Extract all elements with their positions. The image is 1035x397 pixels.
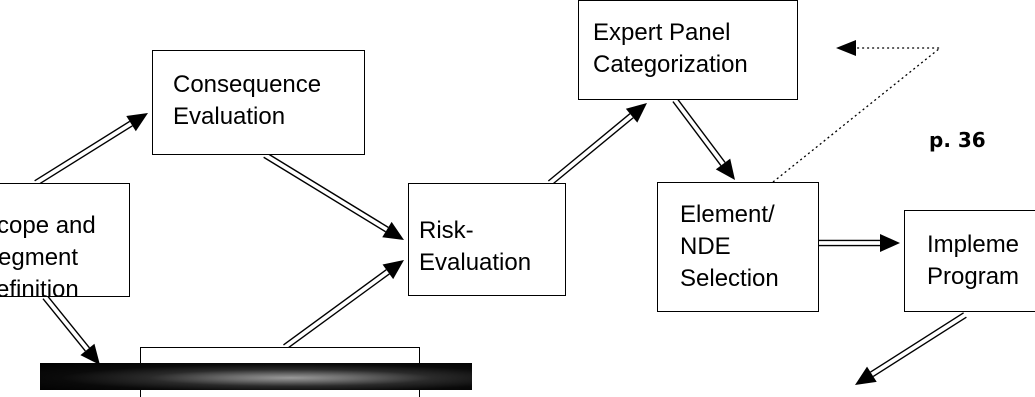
node-consequence-line-2: Evaluation [173, 103, 286, 130]
node-risk-line-2: Evaluation [419, 249, 532, 276]
node-element-line-3: Selection [680, 265, 779, 292]
node-scope-segment-definition: cope and egment efinition [0, 183, 130, 303]
page-number: p. 36 [929, 128, 986, 152]
node-consequence-evaluation: Consequence Evaluation [152, 50, 365, 155]
arrow-scope-down [42, 294, 100, 365]
arrow-expert-to-element [672, 98, 735, 180]
dotted-feedback-arrow [772, 40, 942, 183]
node-scope-line-2: egment [0, 244, 79, 271]
node-scope-line-1: cope and [0, 212, 96, 239]
node-expert-panel-categorization: Expert Panel Categorization [578, 0, 798, 100]
node-scope-line-3: efinition [0, 276, 79, 303]
node-risk-line-1: Risk- [419, 217, 474, 244]
node-expert-line-1: Expert Panel [593, 19, 731, 46]
arrow-lower-to-risk [283, 260, 404, 350]
arrow-scope-to-consequence [34, 113, 148, 186]
portrait-photo-fragment [40, 363, 472, 390]
arrow-consequence-to-risk [263, 152, 404, 240]
node-element-nde-selection: Element/ NDE Selection [657, 182, 819, 312]
node-expert-line-2: Categorization [593, 51, 748, 78]
node-implement-line-1: Impleme [927, 231, 1020, 258]
node-element-line-1: Element/ [680, 201, 775, 228]
node-implement-program: Impleme Program [904, 210, 1035, 312]
arrow-risk-to-expert [547, 103, 647, 186]
node-element-line-2: NDE [680, 233, 731, 260]
node-risk-evaluation: Risk- Evaluation [408, 183, 566, 296]
arrow-element-to-implement [819, 234, 900, 252]
node-consequence-line-1: Consequence [173, 71, 322, 98]
node-implement-line-2: Program [927, 263, 1020, 290]
arrow-implement-down [855, 312, 967, 385]
